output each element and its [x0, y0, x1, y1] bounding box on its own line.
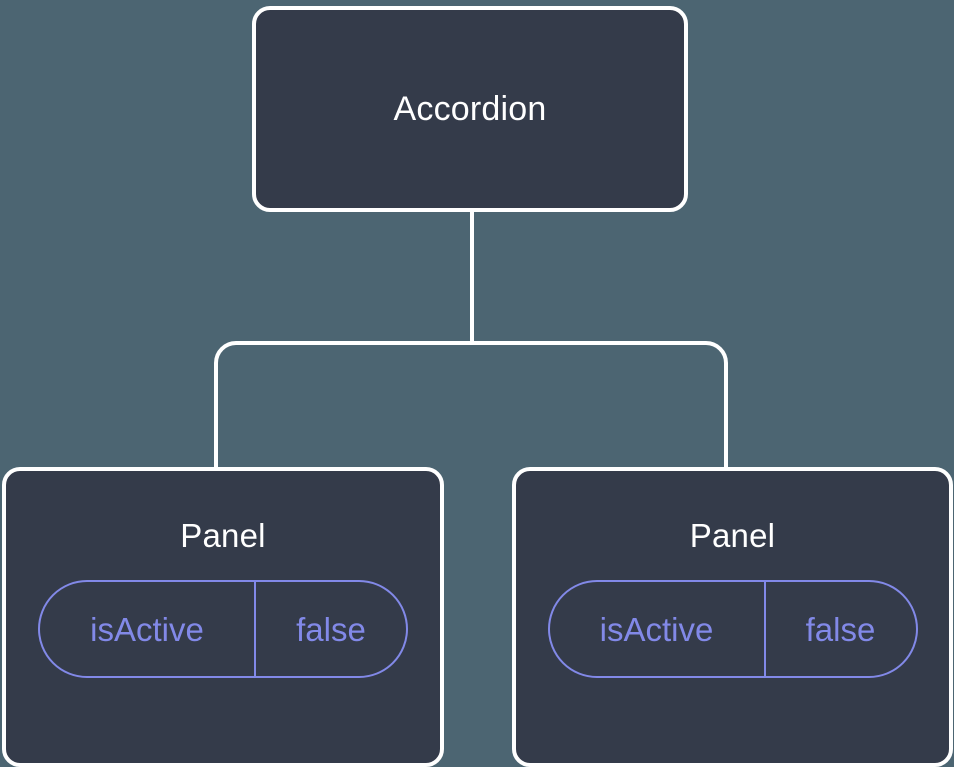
- node-title-root: Accordion: [393, 90, 547, 128]
- prop-value-panel-2: false: [763, 582, 916, 676]
- node-title-panel-2: Panel: [689, 517, 776, 554]
- tree-node-panel-2[interactable]: Panel isActive false: [512, 467, 953, 767]
- connector-branch-left: [214, 341, 472, 470]
- prop-value-panel-1: false: [254, 582, 406, 676]
- component-tree-canvas: Accordion Panel isActive false Panel isA…: [2, 6, 953, 767]
- prop-key-panel-2: isActive: [599, 610, 714, 648]
- prop-pill-panel-1[interactable]: isActive false: [38, 580, 408, 678]
- tree-node-accordion[interactable]: Accordion: [252, 6, 688, 212]
- prop-key-panel-1: isActive: [90, 610, 204, 648]
- node-title-panel-1: Panel: [180, 517, 266, 554]
- tree-node-panel-1[interactable]: Panel isActive false: [2, 467, 444, 767]
- prop-pill-panel-2[interactable]: isActive false: [547, 580, 918, 678]
- connector-layer: [214, 212, 728, 470]
- connector-branch-right: [472, 341, 728, 470]
